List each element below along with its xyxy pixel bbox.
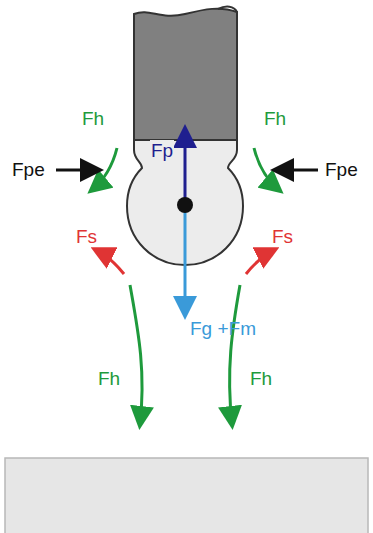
force-arrow [130, 285, 142, 424]
force-label: Fh [82, 108, 104, 130]
force-label: Fh [264, 108, 286, 130]
force-arrow [184, 210, 187, 314]
force-label: Fs [76, 226, 97, 248]
force-arrow [56, 169, 98, 172]
force-label: Fh [250, 368, 272, 390]
force-label: Fpe [325, 159, 358, 181]
force-arrow [230, 285, 240, 424]
cylinder [134, 9, 237, 140]
center-dot [177, 197, 193, 213]
force-arrow [246, 250, 274, 274]
force-label: Fpe [12, 159, 45, 181]
force-label: Fp [150, 140, 174, 162]
surface [5, 458, 368, 533]
force-label: Fg +Fm [190, 318, 256, 340]
force-arrow [184, 130, 187, 200]
force-arrow [254, 148, 279, 190]
force-label: Fh [98, 368, 120, 390]
force-label: Fs [272, 226, 293, 248]
force-arrow [276, 169, 318, 172]
force-arrow [96, 250, 124, 274]
